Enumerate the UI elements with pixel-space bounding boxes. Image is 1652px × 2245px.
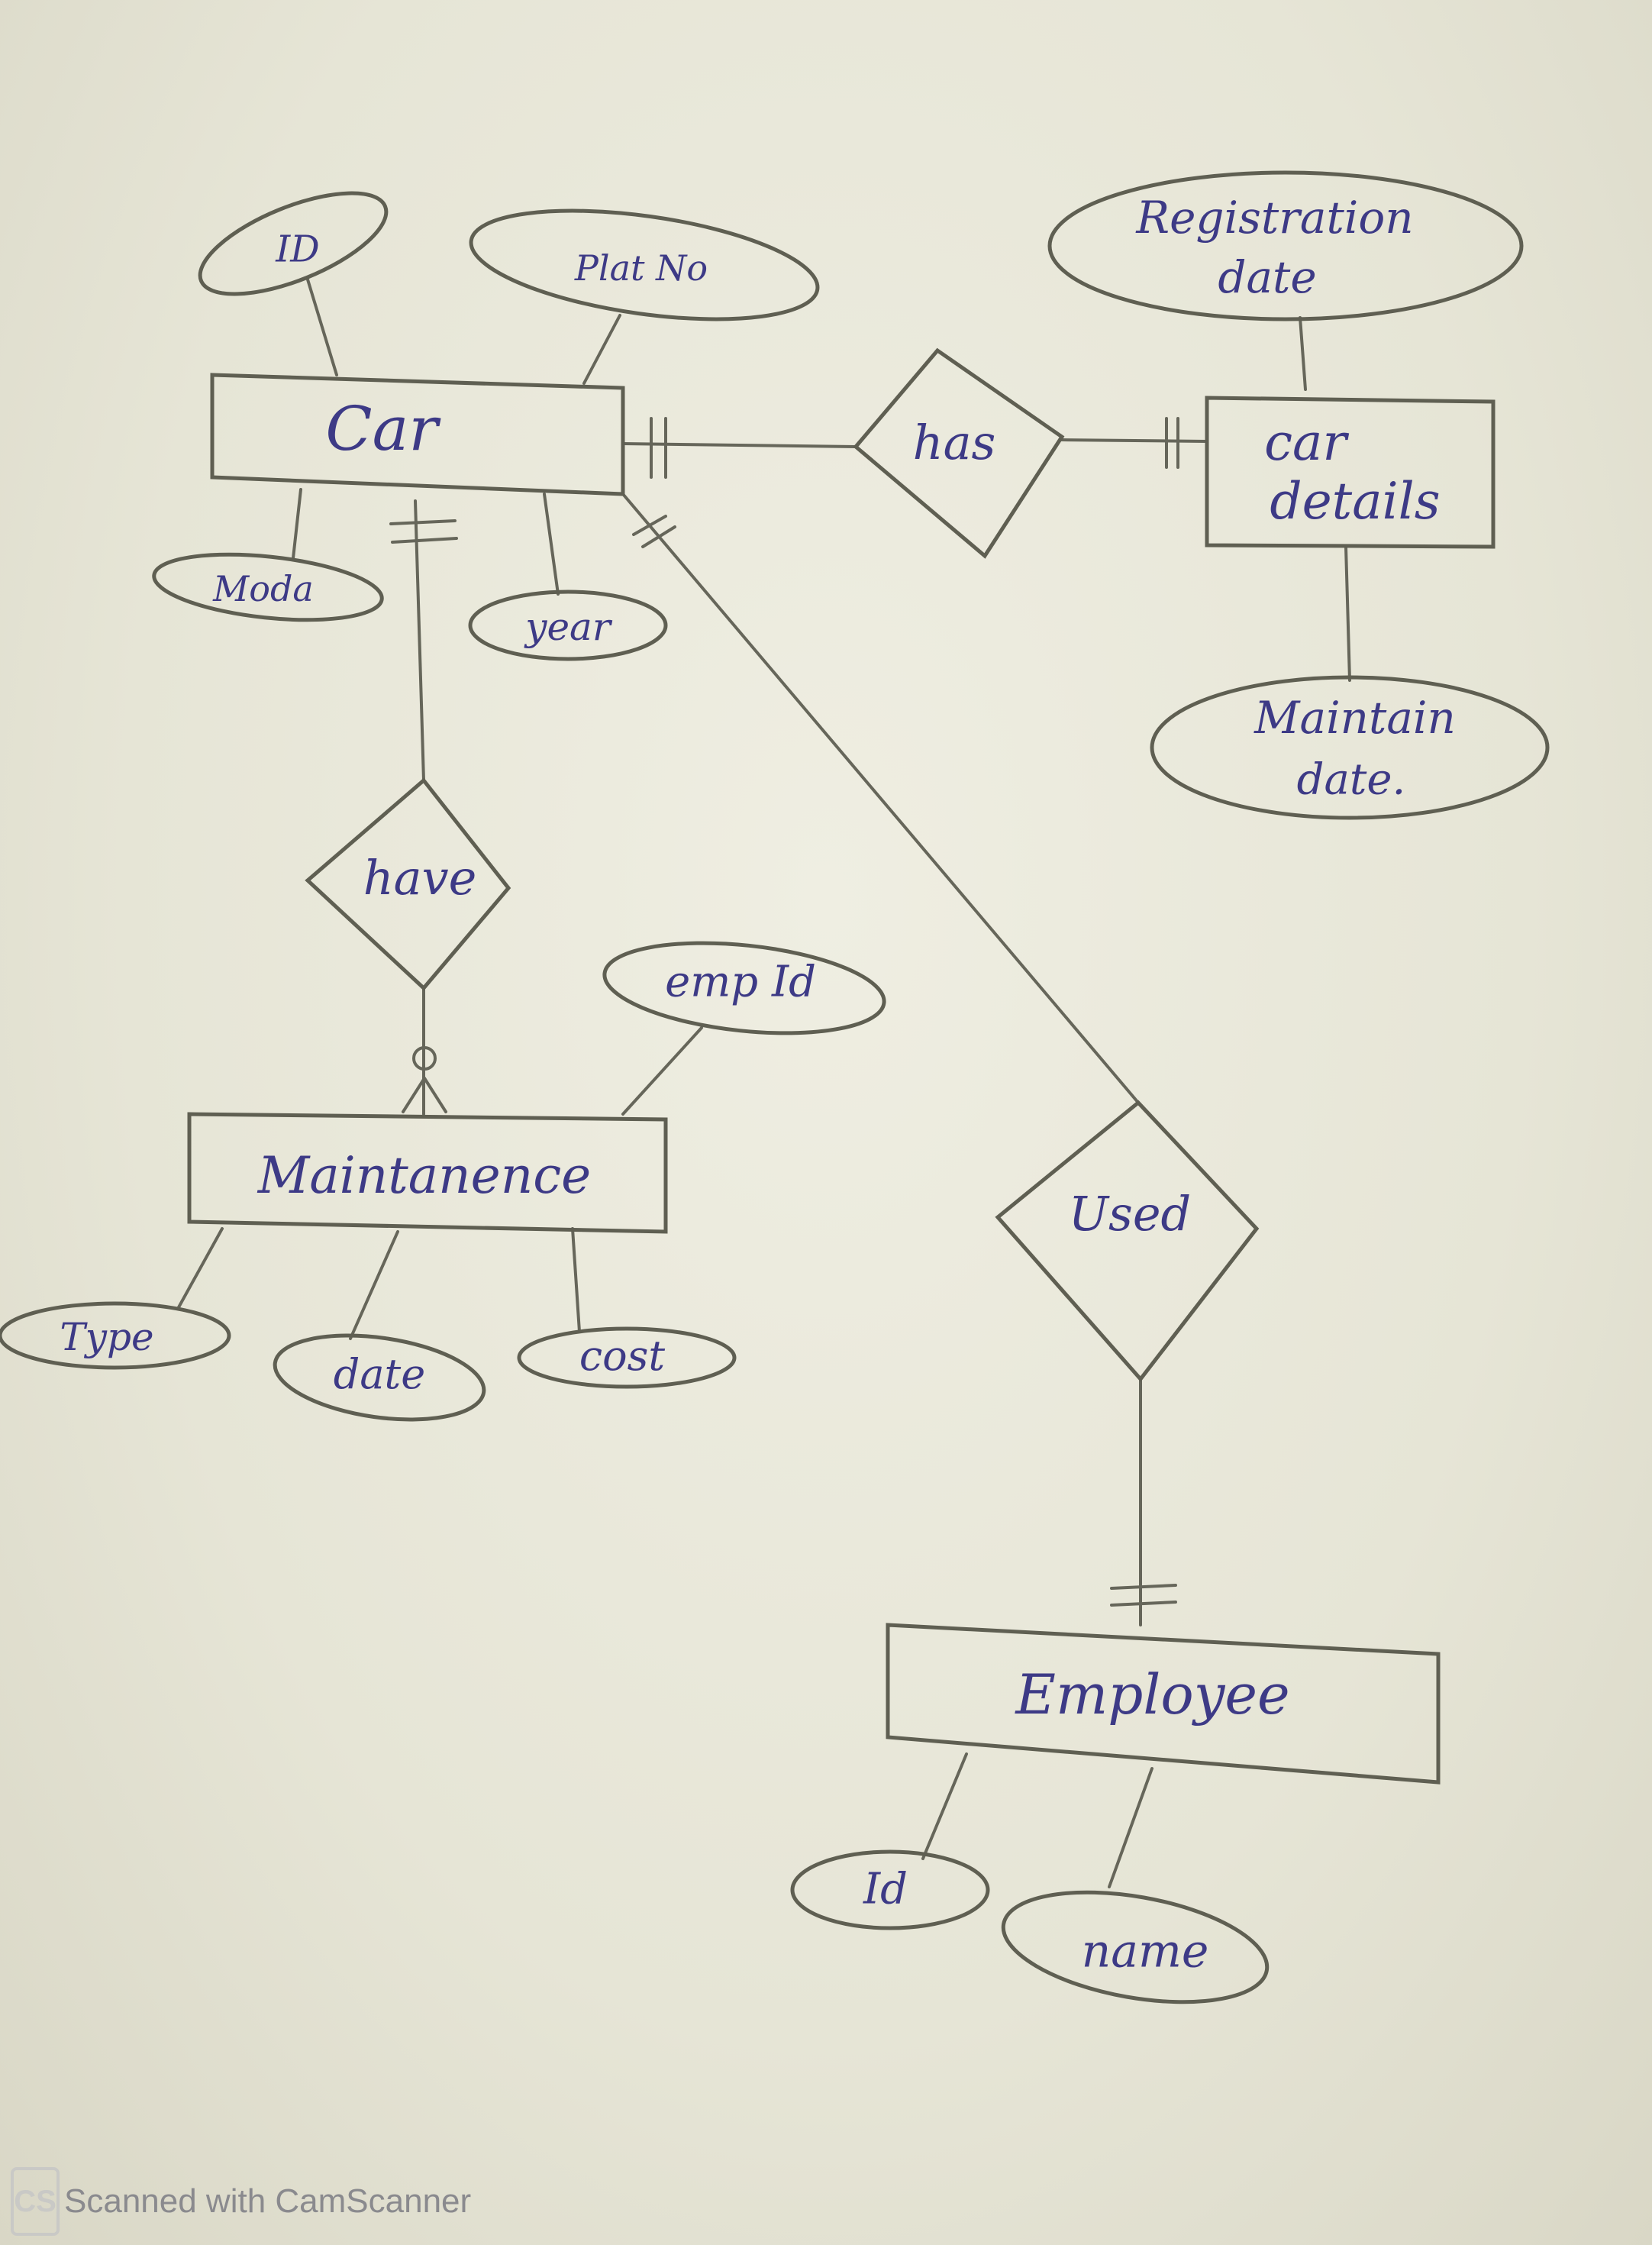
attribute-employee-id[interactable]: Id xyxy=(790,1849,990,1930)
entity-car-details[interactable]: car details xyxy=(1205,396,1496,549)
attribute-employee-id-label: Id xyxy=(863,1865,908,1914)
relationship-has-label: has xyxy=(913,415,996,470)
cardinality-marks xyxy=(389,417,1179,1607)
attribute-maintain-date-line1: Maintain xyxy=(1254,692,1456,744)
one-mandatory-cardetails-has xyxy=(1165,417,1179,469)
attribute-registration-date-line2: date xyxy=(1218,251,1316,303)
attribute-year[interactable]: year xyxy=(468,590,668,661)
entity-employee[interactable]: Employee xyxy=(886,1623,1441,1785)
attribute-model-label: Moda xyxy=(212,568,314,609)
line-car-used xyxy=(621,493,1140,1104)
attribute-car-id[interactable]: ID xyxy=(187,173,398,315)
line-car-year xyxy=(543,493,560,596)
one-mandatory-car-used xyxy=(632,515,676,548)
entity-maintenance[interactable]: Maintanence xyxy=(187,1112,668,1234)
attribute-maintain-date-line2: date. xyxy=(1297,755,1406,805)
attribute-type[interactable]: Type xyxy=(0,1301,231,1370)
attribute-plate-no[interactable]: Plat No xyxy=(464,192,824,338)
line-maintenance-cost xyxy=(571,1227,581,1333)
one-mandatory-car-have xyxy=(389,519,458,544)
entity-employee-label: Employee xyxy=(1014,1662,1289,1727)
line-car-id xyxy=(306,278,338,376)
attribute-maintain-date[interactable]: Maintain date. xyxy=(1150,675,1550,820)
relationship-have-label: have xyxy=(363,850,477,906)
line-car-plate xyxy=(582,314,621,385)
attribute-registration-date-line1: Registration xyxy=(1135,192,1413,244)
relationship-have[interactable]: have xyxy=(305,777,511,991)
line-empid-maintenance xyxy=(621,1026,703,1116)
line-car-have xyxy=(414,499,425,782)
zero-or-many-maintenance-have xyxy=(402,1046,447,1113)
line-car-has xyxy=(621,442,857,448)
line-car-model xyxy=(292,488,302,560)
one-mandatory-employee-used xyxy=(1110,1584,1177,1607)
attribute-employee-name[interactable]: name xyxy=(995,1875,1276,2020)
attribute-cost[interactable]: cost xyxy=(517,1326,737,1389)
attribute-plate-no-label: Plat No xyxy=(574,247,708,289)
attribute-date[interactable]: date xyxy=(269,1323,489,1431)
entity-car-details-label-line2: details xyxy=(1270,472,1440,531)
attribute-type-label: Type xyxy=(60,1315,153,1359)
entity-car[interactable]: Car xyxy=(210,373,625,496)
attribute-emp-id[interactable]: emp Id xyxy=(600,931,889,1045)
attribute-registration-date[interactable]: Registration date xyxy=(1047,170,1524,321)
line-employee-name xyxy=(1108,1767,1153,1888)
line-maintenance-date xyxy=(349,1230,399,1340)
entity-car-label: Car xyxy=(325,393,441,464)
entity-maintenance-label: Maintanence xyxy=(257,1146,592,1205)
relationship-used[interactable]: Used xyxy=(995,1100,1260,1382)
entity-car-details-label-line1: car xyxy=(1264,413,1349,472)
camscanner-logo-icon: CS xyxy=(11,2167,60,2236)
attribute-car-id-label: ID xyxy=(275,228,319,271)
one-mandatory-car-has xyxy=(650,417,667,479)
line-cardetails-maintaindate xyxy=(1344,545,1351,682)
line-has-cardetails xyxy=(1060,438,1208,443)
attribute-year-label: year xyxy=(524,605,613,649)
camscanner-watermark: CS Scanned with CamScanner xyxy=(11,2167,471,2236)
attribute-model[interactable]: Moda xyxy=(151,545,386,630)
attribute-emp-id-label: emp Id xyxy=(665,958,816,1007)
relationship-has[interactable]: has xyxy=(853,347,1065,559)
attribute-date-label: date xyxy=(334,1350,425,1398)
line-regdate-cardetails xyxy=(1299,316,1307,391)
relationship-used-label: Used xyxy=(1069,1186,1191,1242)
attribute-employee-name-label: name xyxy=(1082,1925,1209,1979)
line-maintenance-type xyxy=(177,1227,224,1309)
connectors xyxy=(177,278,1351,1888)
line-employee-id xyxy=(921,1752,968,1860)
watermark-text: Scanned with CamScanner xyxy=(64,2182,472,2220)
attribute-cost-label: cost xyxy=(579,1332,665,1380)
